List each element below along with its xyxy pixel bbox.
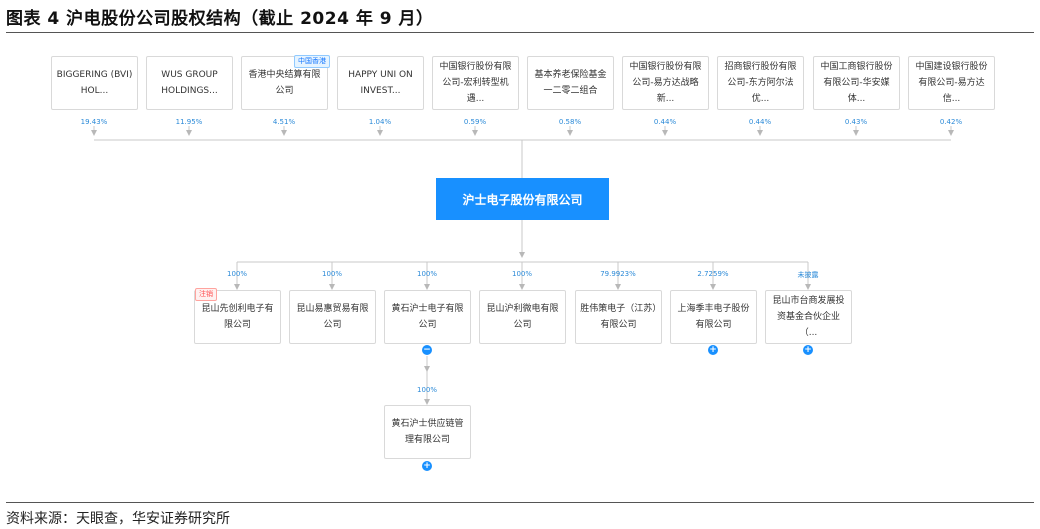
shareholder-box[interactable]: 中国银行股份有限公司-易方达战略新... (622, 56, 709, 110)
ownership-percent: 100% (511, 270, 532, 278)
ownership-percent: 19.43% (80, 118, 108, 126)
source-note: 资料来源：天眼查，华安证券研究所 (6, 511, 230, 527)
sub-subsidiary-box[interactable]: 黄石沪士供应链管理有限公司 (384, 405, 471, 459)
subsidiary-name: 黄石沪士供应链管理有限公司 (391, 419, 464, 445)
figure-title: 图表 4 沪电股份公司股权结构（截止 2024 年 9 月） (6, 9, 434, 29)
subsidiary-name: 昆山市台商发展投资基金合伙企业（... (772, 296, 845, 338)
shareholder-name: HAPPY UNI ON INVEST... (348, 70, 413, 96)
subsidiary-name: 上海季丰电子股份有限公司 (677, 304, 750, 330)
subsidiary-name: 黄石沪士电子有限公司 (391, 304, 464, 330)
ownership-percent: 2.7259% (697, 270, 729, 278)
subsidiary-box[interactable]: 昆山易惠贸易有限公司 (289, 290, 376, 344)
shareholder-name: 中国建设银行股份有限公司-易方达信... (915, 62, 988, 104)
expand-icon[interactable]: + (803, 345, 813, 355)
ownership-percent: 100% (321, 270, 342, 278)
ownership-percent: 0.42% (939, 118, 963, 126)
shareholder-name: 招商银行股份有限公司-东方阿尔法优... (724, 62, 797, 104)
subsidiary-name: 昆山先创利电子有限公司 (201, 304, 274, 330)
subsidiary-box[interactable]: 黄石沪士电子有限公司 (384, 290, 471, 344)
subsidiary-name: 昆山易惠贸易有限公司 (296, 304, 369, 330)
collapse-icon[interactable]: − (422, 345, 432, 355)
shareholder-name: BIGGERING (BVI) HOL... (56, 70, 133, 96)
shareholder-box[interactable]: WUS GROUP HOLDINGS... (146, 56, 233, 110)
center-company[interactable]: 沪士电子股份有限公司 (436, 178, 609, 220)
subsidiary-box[interactable]: 上海季丰电子股份有限公司 (670, 290, 757, 344)
ownership-percent: 未披露 (797, 271, 819, 279)
ownership-percent: 79.9923% (600, 270, 636, 278)
status-tag: 注销 (195, 288, 217, 301)
ownership-percent: 0.59% (463, 118, 487, 126)
shareholder-box[interactable]: 招商银行股份有限公司-东方阿尔法优... (717, 56, 804, 110)
ownership-percent: 100% (416, 386, 437, 394)
expand-icon[interactable]: + (422, 461, 432, 471)
subsidiary-name: 昆山沪利微电有限公司 (486, 304, 559, 330)
shareholder-name: WUS GROUP HOLDINGS... (161, 70, 218, 96)
ownership-percent: 0.44% (653, 118, 677, 126)
subsidiary-box[interactable]: 胜伟策电子（江苏）有限公司 (575, 290, 662, 344)
shareholder-box[interactable]: 中国建设银行股份有限公司-易方达信... (908, 56, 995, 110)
subsidiary-box[interactable]: 昆山沪利微电有限公司 (479, 290, 566, 344)
shareholder-name: 中国工商银行股份有限公司-华安媒体... (820, 62, 893, 104)
ownership-percent: 100% (226, 270, 247, 278)
shareholder-name: 基本养老保险基金一二零二组合 (534, 70, 607, 96)
ownership-percent: 0.44% (748, 118, 772, 126)
ownership-percent: 4.51% (272, 118, 296, 126)
subsidiary-box[interactable]: 昆山市台商发展投资基金合伙企业（... (765, 290, 852, 344)
region-tag: 中国香港 (294, 55, 330, 68)
shareholder-box[interactable]: BIGGERING (BVI) HOL... (51, 56, 138, 110)
shareholder-box[interactable]: HAPPY UNI ON INVEST... (337, 56, 424, 110)
top-rule (6, 32, 1034, 33)
shareholder-name: 香港中央结算有限公司 (248, 70, 321, 96)
ownership-percent: 0.58% (558, 118, 582, 126)
ownership-percent: 1.04% (368, 118, 392, 126)
shareholder-box[interactable]: 中国银行股份有限公司-宏利转型机遇... (432, 56, 519, 110)
bottom-rule (6, 502, 1034, 503)
ownership-percent: 11.95% (175, 118, 203, 126)
ownership-percent: 0.43% (844, 118, 868, 126)
shareholder-box[interactable]: 中国工商银行股份有限公司-华安媒体... (813, 56, 900, 110)
ownership-percent: 100% (416, 270, 437, 278)
shareholder-box[interactable]: 基本养老保险基金一二零二组合 (527, 56, 614, 110)
shareholder-name: 中国银行股份有限公司-易方达战略新... (629, 62, 702, 104)
expand-icon[interactable]: + (708, 345, 718, 355)
subsidiary-name: 胜伟策电子（江苏）有限公司 (580, 304, 657, 330)
shareholder-name: 中国银行股份有限公司-宏利转型机遇... (439, 62, 512, 104)
